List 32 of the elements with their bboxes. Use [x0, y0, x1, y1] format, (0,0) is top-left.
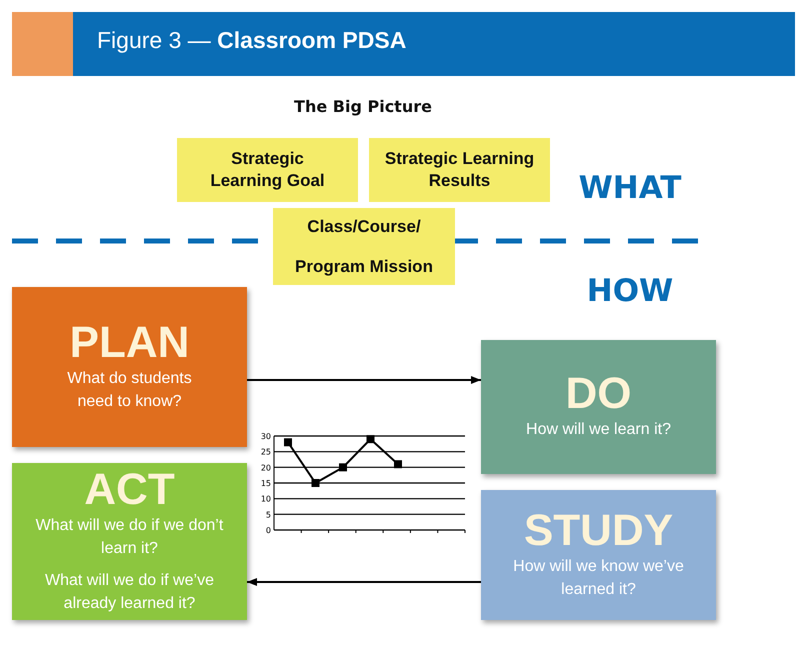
guiding-question: How will we know we’ve learned it?: [512, 556, 685, 600]
guiding-question: How will we learn it?: [525, 420, 672, 440]
guiding-question: What will we do if we’ve already learned it?: [44, 570, 215, 614]
tick-label: 0: [266, 526, 271, 535]
guiding-question: What will we do if we don’t learn it?: [34, 516, 224, 560]
stage-heading: DO: [566, 372, 632, 416]
act-box: [12, 463, 247, 620]
do-box: [481, 340, 716, 474]
section-label: HOW: [586, 273, 674, 309]
goal-box: [177, 138, 358, 202]
box-label: Class/Course/ Program Mission: [294, 216, 434, 278]
figure-title: Figure 3 — Classroom PDSA: [97, 27, 406, 54]
plan-box: [12, 287, 247, 447]
tick-label: 20: [260, 463, 271, 472]
mission-box: [273, 208, 455, 285]
guiding-question: What do students need to know?: [66, 368, 193, 412]
tick-label: 15: [260, 479, 271, 488]
tick-label: 25: [260, 448, 271, 457]
stage-heading: ACT: [84, 468, 175, 512]
arrow: [247, 578, 481, 586]
heading: The Big Picture: [293, 97, 433, 116]
tick-label: 30: [260, 432, 271, 441]
tick-label: 10: [260, 494, 271, 504]
arrow: [247, 376, 481, 384]
stage-heading: STUDY: [524, 508, 674, 553]
box-label: Strategic Learning Goal: [209, 148, 326, 192]
results-box: [369, 138, 550, 202]
study-box: [481, 490, 716, 620]
stage-heading: PLAN: [70, 320, 190, 365]
section-label: WHAT: [578, 170, 682, 206]
box-label: Strategic Learning Results: [384, 148, 536, 192]
tick-label: 5: [266, 510, 271, 520]
